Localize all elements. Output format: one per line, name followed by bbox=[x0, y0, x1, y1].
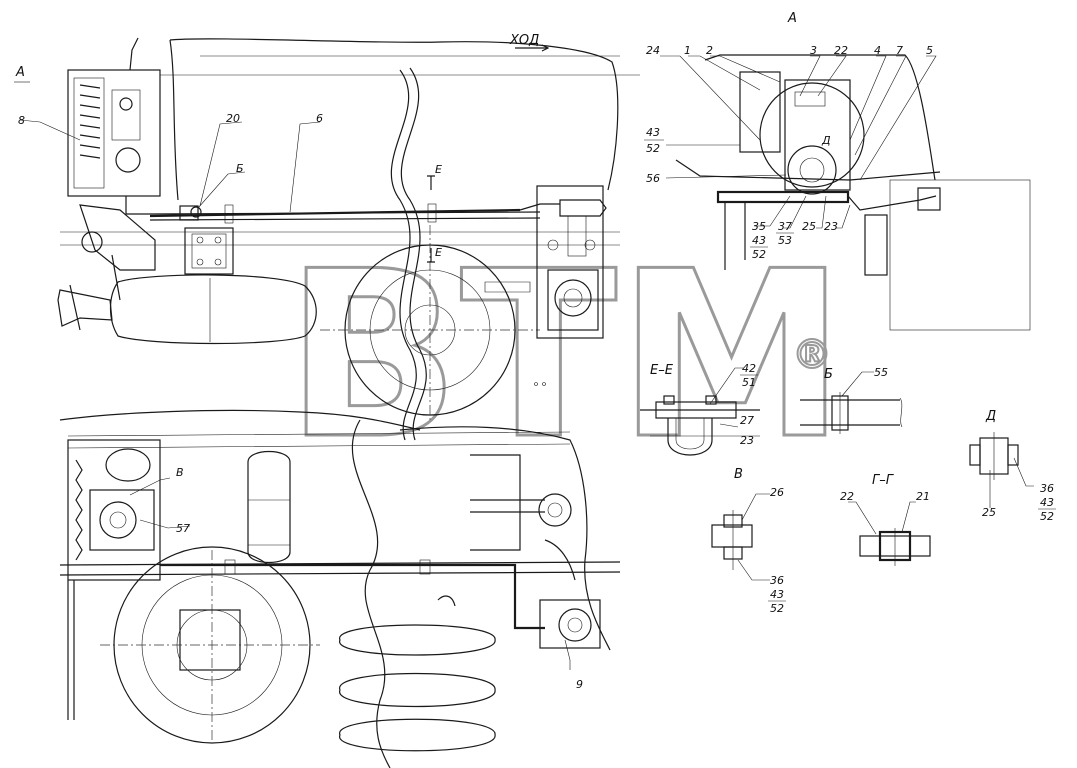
view-d-label-25: 25 bbox=[982, 506, 996, 519]
view-a-label-22: 22 bbox=[834, 44, 848, 57]
view-a-label-52: 52 bbox=[646, 142, 660, 155]
watermark-registered-mark: ® bbox=[792, 332, 832, 378]
section-e-e-label-23: 23 bbox=[740, 434, 754, 447]
view-a-label-24: 24 bbox=[646, 44, 660, 57]
view-a-label-5: 5 bbox=[926, 44, 933, 57]
view-a-label-25: 25 bbox=[802, 220, 816, 233]
section-mark-e-bottom: Е bbox=[435, 246, 442, 259]
view-v-label-26: 26 bbox=[770, 486, 784, 499]
section-e-e-title: Е–Е bbox=[650, 363, 674, 378]
section-g-g bbox=[859, 528, 931, 566]
view-d-detail bbox=[969, 432, 1019, 480]
view-a-detail bbox=[675, 54, 1031, 331]
view-a-label-53: 53 bbox=[778, 234, 792, 247]
view-mark-a-left: А bbox=[15, 65, 25, 80]
section-e-e-label-27: 27 bbox=[740, 414, 754, 427]
view-d-label-43: 43 bbox=[1040, 496, 1054, 509]
view-v-label-36: 36 bbox=[770, 574, 784, 587]
label-v: В bbox=[176, 466, 184, 479]
section-mark-e-top: Е bbox=[435, 163, 442, 176]
view-a-label-d: Д bbox=[821, 134, 831, 147]
view-a-label-56: 56 bbox=[646, 172, 660, 185]
view-d-label-36: 36 bbox=[1040, 482, 1054, 495]
view-a-label-43b: 43 bbox=[752, 234, 766, 247]
view-a-label-1: 1 bbox=[684, 44, 691, 57]
side-view bbox=[57, 37, 640, 441]
view-v-label-52: 52 bbox=[770, 602, 784, 615]
view-a-label-23: 23 bbox=[824, 220, 838, 233]
label-8: 8 bbox=[18, 114, 25, 127]
section-g-g-title: Г–Г bbox=[872, 473, 895, 488]
label-b: Б bbox=[236, 162, 244, 175]
leader-lines bbox=[19, 55, 1034, 670]
view-v-label-43: 43 bbox=[770, 588, 784, 601]
plan-view bbox=[59, 409, 621, 768]
watermark-text: ВТМ bbox=[285, 223, 846, 490]
label-57: 57 bbox=[176, 522, 190, 535]
view-a-label-37: 37 bbox=[778, 220, 792, 233]
view-b-detail bbox=[800, 392, 903, 434]
view-v-title: В bbox=[734, 467, 743, 482]
label-6: 6 bbox=[316, 112, 323, 125]
direction-label: ХОД bbox=[509, 33, 539, 48]
view-a-label-3: 3 bbox=[810, 44, 817, 57]
view-a-label-4: 4 bbox=[874, 44, 881, 57]
view-d-label-52: 52 bbox=[1040, 510, 1054, 523]
labels: ХОД А Е Е 8 20 Б 6 В 57 9 А 24 1 2 3 22 … bbox=[14, 11, 1056, 691]
view-a-title: А bbox=[787, 11, 797, 26]
view-a-label-7: 7 bbox=[896, 44, 903, 57]
view-b-label-55: 55 bbox=[874, 366, 888, 379]
watermark: ВТМ ® bbox=[284, 222, 848, 492]
view-d-title: Д bbox=[985, 409, 996, 424]
view-a-label-35: 35 bbox=[752, 220, 766, 233]
view-v-detail bbox=[711, 510, 753, 570]
section-e-e-label-51: 51 bbox=[742, 376, 756, 389]
section-e-e bbox=[640, 395, 760, 456]
view-a-label-2: 2 bbox=[706, 44, 713, 57]
section-e-e-label-42: 42 bbox=[742, 362, 756, 375]
view-b-title: Б bbox=[824, 367, 833, 382]
label-20: 20 bbox=[226, 112, 240, 125]
section-g-g-label-21: 21 bbox=[916, 490, 930, 503]
label-9: 9 bbox=[576, 678, 583, 691]
section-g-g-label-22: 22 bbox=[840, 490, 854, 503]
view-a-label-43: 43 bbox=[646, 126, 660, 139]
view-a-label-52b: 52 bbox=[752, 248, 766, 261]
